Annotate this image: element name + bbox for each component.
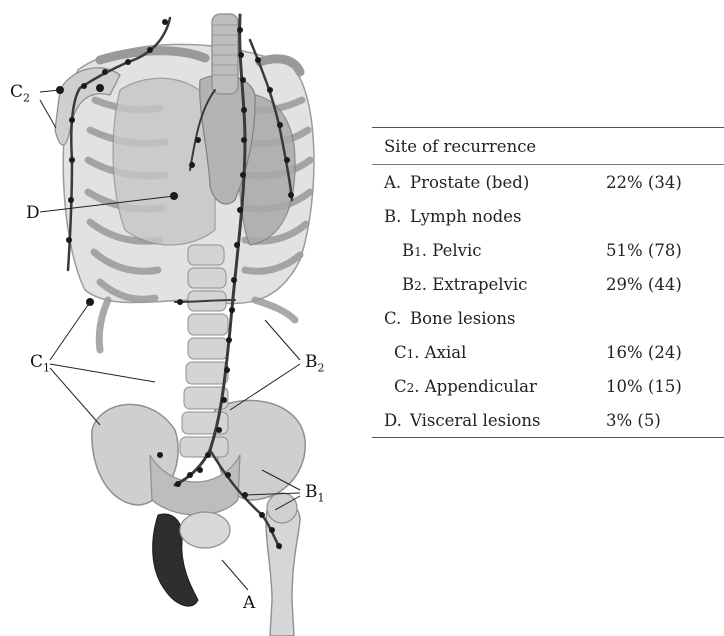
row-label: Lymph nodes: [410, 207, 521, 226]
row-letter: C.: [384, 309, 410, 328]
table-row-bone-lesions: C.Bone lesions: [372, 301, 724, 335]
row-label: . Axial: [414, 343, 466, 362]
table-header: Site of recurrence: [372, 128, 724, 164]
table-bottom-rule: [372, 437, 724, 438]
row-label: Visceral lesions: [410, 411, 540, 430]
row-label: Bone lesions: [410, 309, 516, 328]
trachea: [212, 14, 238, 94]
row-value: 10% (15): [606, 377, 724, 396]
callout-c1: C1: [30, 352, 50, 374]
row-letter: C: [394, 377, 407, 396]
table-row-prostate: A.Prostate (bed) 22% (34): [372, 165, 724, 199]
table-row-lymph-nodes: B.Lymph nodes: [372, 199, 724, 233]
row-value: 51% (78): [606, 241, 724, 260]
row-value: 16% (24): [606, 343, 724, 362]
table-row-extrapelvic: B2. Extrapelvic 29% (44): [372, 267, 724, 301]
row-value: 3% (5): [606, 411, 724, 430]
table-row-visceral: D.Visceral lesions 3% (5): [372, 403, 724, 437]
row-letter: C: [394, 343, 407, 362]
rectum: [153, 512, 230, 606]
anatomy-illustration: [0, 0, 360, 636]
row-sub: 1: [414, 245, 422, 259]
callout-b1: B1: [305, 482, 325, 504]
row-letter: B.: [384, 207, 410, 226]
callout-d: D: [26, 203, 40, 223]
callout-b2: B2: [305, 352, 325, 374]
table-row-appendicular: C2. Appendicular 10% (15): [372, 369, 724, 403]
row-label: Prostate (bed): [410, 173, 529, 192]
table-row-axial: C1. Axial 16% (24): [372, 335, 724, 369]
femur: [266, 493, 300, 636]
table-row-pelvic: B1. Pelvic 51% (78): [372, 233, 724, 267]
row-letter: D.: [384, 411, 410, 430]
row-label: . Appendicular: [414, 377, 537, 396]
row-letter: A.: [384, 173, 410, 192]
row-label: . Extrapelvic: [422, 275, 528, 294]
row-label: . Pelvic: [422, 241, 482, 260]
row-sub: 2: [414, 279, 422, 293]
callout-c2: C2: [10, 82, 30, 104]
row-letter: B: [402, 241, 414, 260]
row-value: 29% (44): [606, 275, 724, 294]
thoracic-organs: [113, 75, 295, 245]
recurrence-table: Site of recurrence A.Prostate (bed) 22% …: [372, 127, 724, 438]
row-value: 22% (34): [606, 173, 724, 192]
callout-a: A: [243, 593, 255, 613]
table-header-label: Site of recurrence: [384, 137, 724, 156]
row-letter: B: [402, 275, 414, 294]
